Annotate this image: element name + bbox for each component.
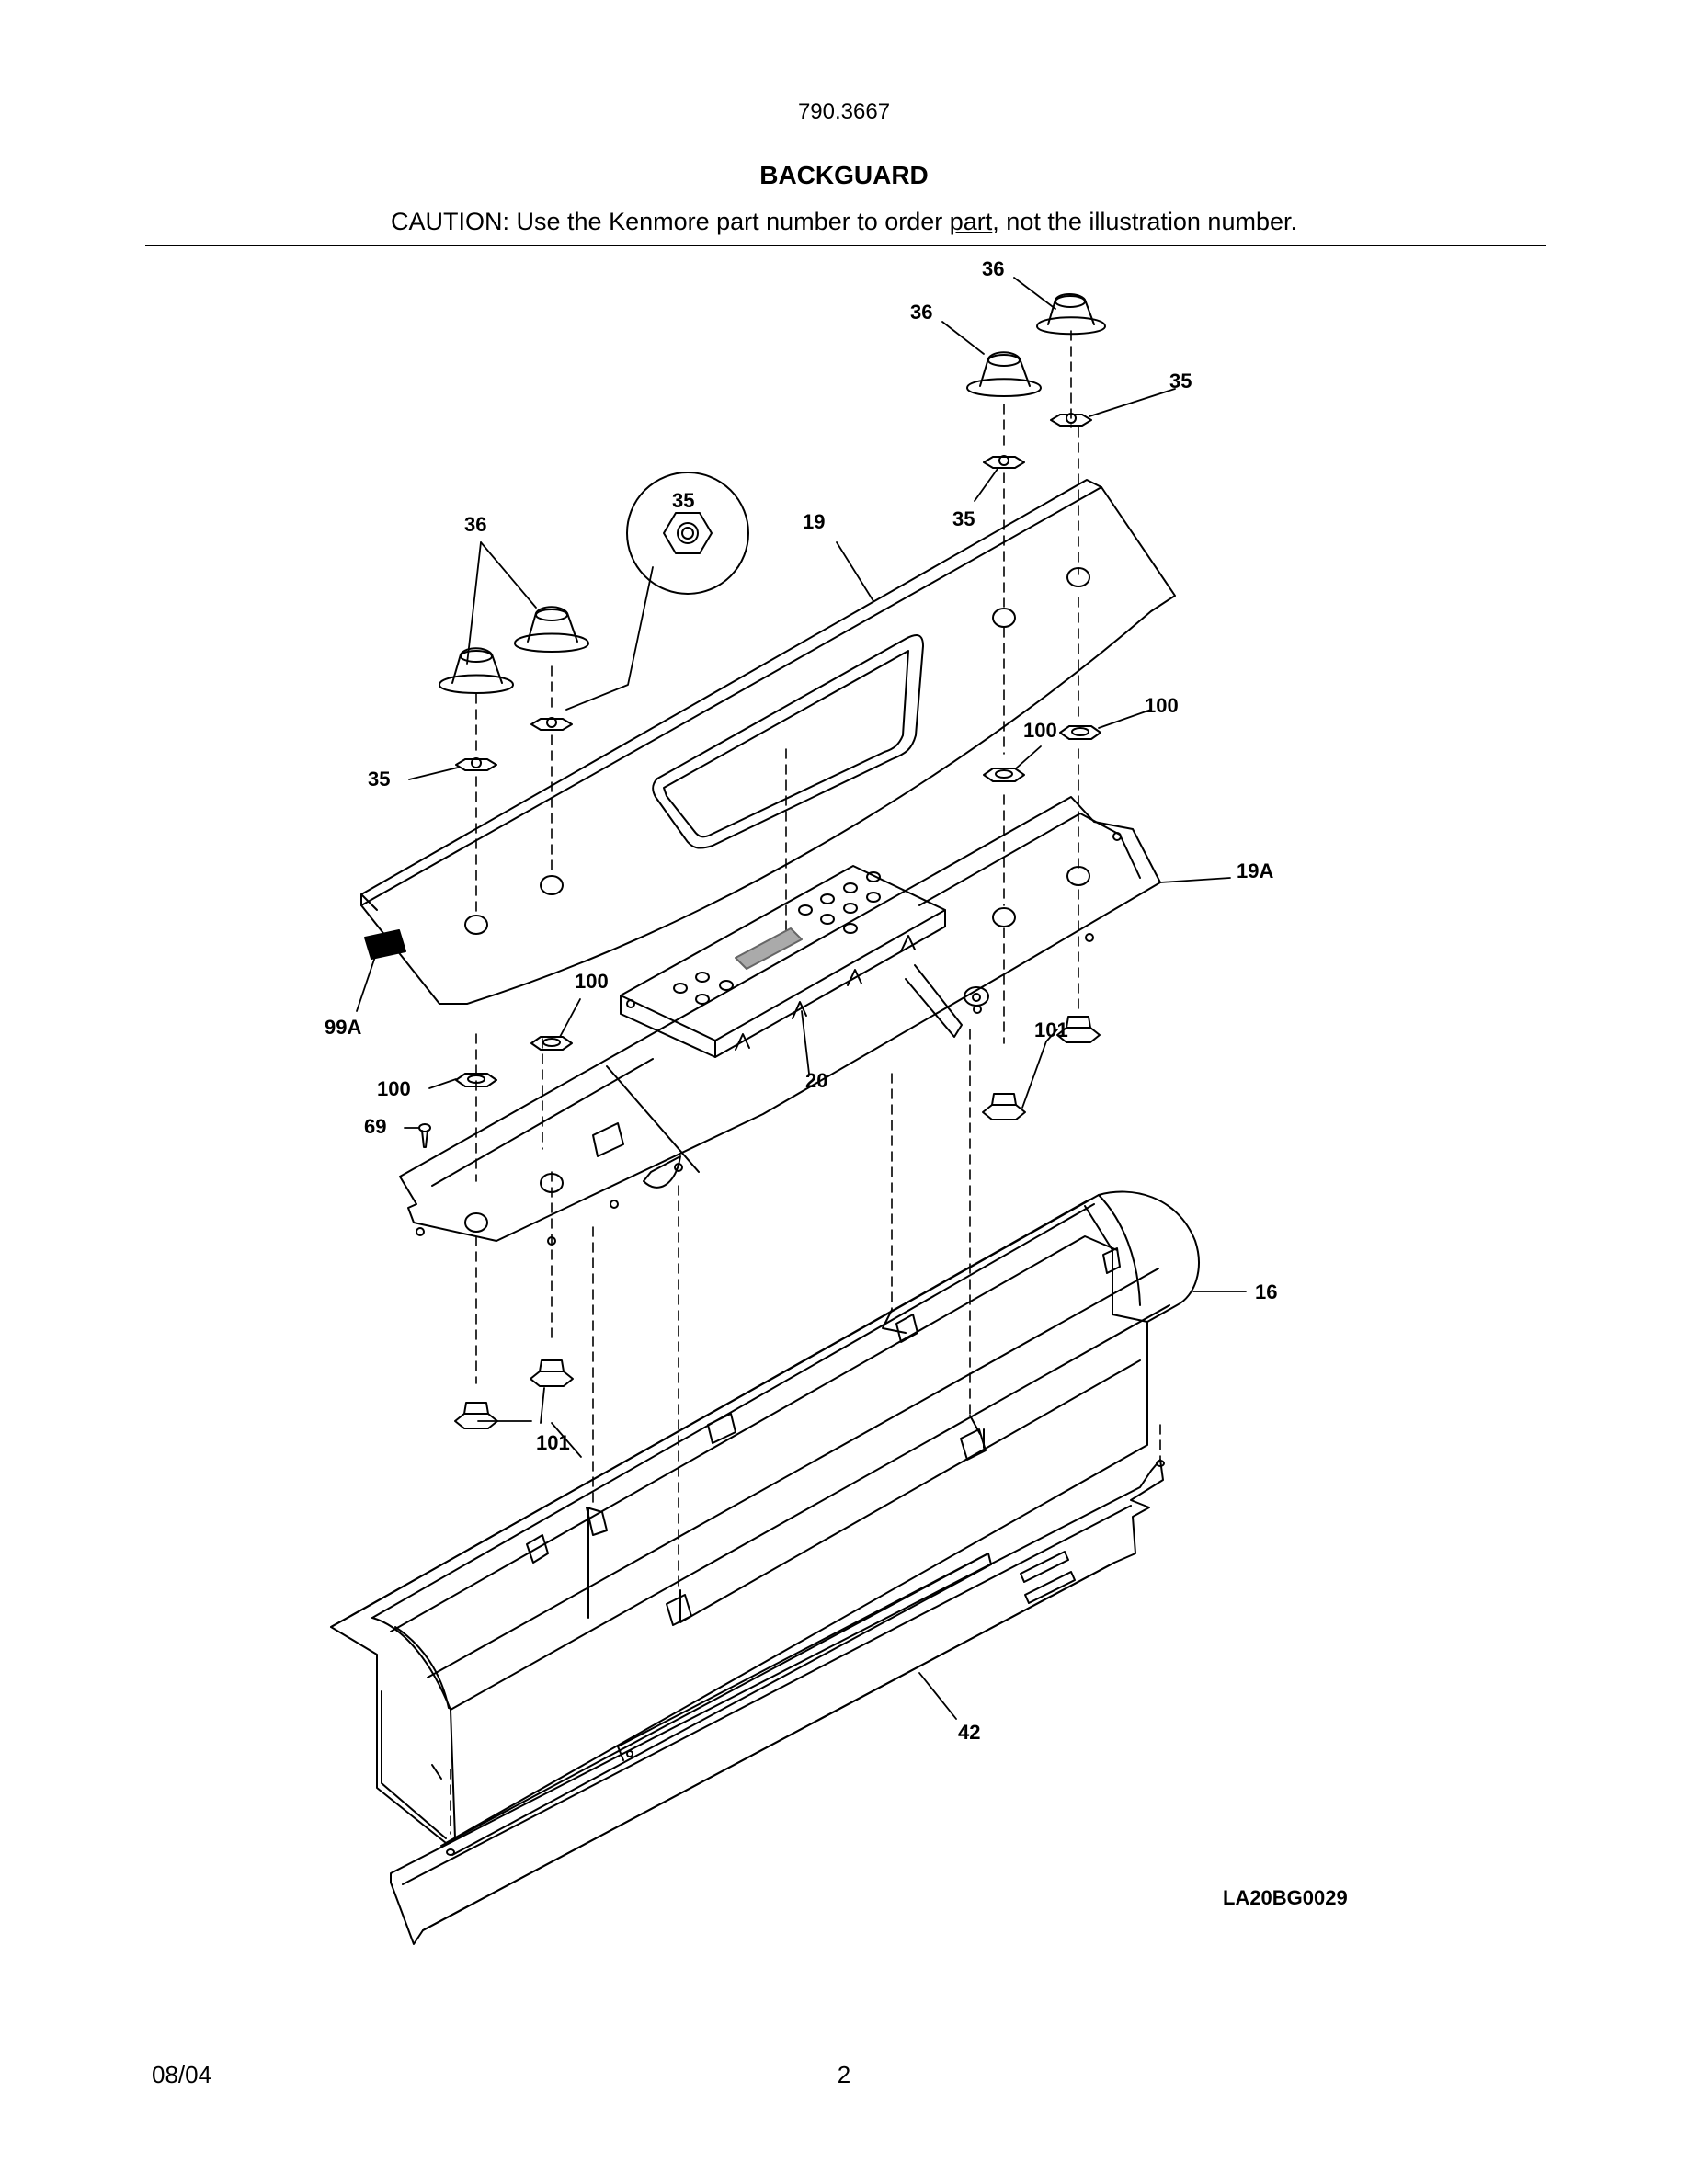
callout-knob-top-mid: 36 [910,301,932,324]
caution-part-word: part [949,208,993,235]
callout-nut-100-left-b: 100 [377,1077,411,1100]
knob-top-right [1036,293,1106,336]
screw-69 [418,1123,431,1148]
nut-100-left-a [455,1073,497,1087]
callout-nut-101-right: 101 [1034,1018,1068,1041]
knob-left-b [514,606,589,653]
callout-screw: 69 [364,1115,386,1138]
nut-35-top-right [1050,413,1092,427]
electronic-control-20 [620,865,946,1058]
callout-nut-100-right-b: 100 [1023,719,1057,742]
callout-leader-lines [356,277,1247,1720]
caution-note: CAUTION: Use the Kenmore part number to … [0,208,1688,236]
callout-control: 20 [805,1069,827,1092]
lower-trim-42 [390,1459,1165,1945]
footer-date: 08/04 [152,2061,212,2088]
drawing-id: LA20BG0029 [1223,1886,1348,1909]
nut-101-right-b [1056,1016,1101,1043]
callout-nut-top-mid: 35 [952,507,975,530]
callout-panel: 19 [803,510,825,533]
page-number: 2 [837,2061,851,2088]
knob-top-mid [966,351,1042,397]
page-title: BACKGUARD [759,161,929,189]
caution-text-end: , not the illustration number. [992,208,1297,235]
assembly-guide-lines [450,330,1161,1835]
nut-35-left-a [455,757,497,771]
mounting-bracket-19a [399,796,1161,1246]
header-rule [145,245,1546,246]
backguard-panel-19 [360,479,1176,1005]
model-number: 790.3667 [797,99,891,124]
backguard-housing-16 [330,1190,1200,1844]
nut-35-left-b [530,717,573,731]
callout-knobs-left: 36 [464,513,486,536]
nut-detail-circle [626,472,749,595]
callout-nut-left: 35 [368,768,390,791]
nut-100-right-b [1059,725,1101,740]
callout-nut-101-left: 101 [536,1431,570,1454]
callout-nut-detail: 35 [672,489,694,512]
callout-housing: 16 [1255,1280,1277,1303]
callout-trim: 42 [958,1721,980,1744]
nut-100-left-b [530,1036,573,1051]
callout-knob-top-right: 36 [982,257,1004,280]
callout-bracket: 19A [1237,859,1273,882]
nut-101-left-b [530,1359,574,1387]
nut-101-right-a [982,1093,1026,1120]
nut-101-left-a [454,1402,498,1429]
nut-35-top-mid [983,455,1025,469]
caution-text-start: CAUTION: Use the Kenmore part number to … [391,208,950,235]
callout-nut-100-right-a: 100 [1145,694,1179,717]
callout-gasket: 99A [325,1016,361,1039]
callout-nut-100-left-a: 100 [575,970,609,993]
knob-left-a [439,647,514,694]
callout-nut-top-right: 35 [1169,370,1192,392]
nut-100-right-a [983,768,1025,782]
